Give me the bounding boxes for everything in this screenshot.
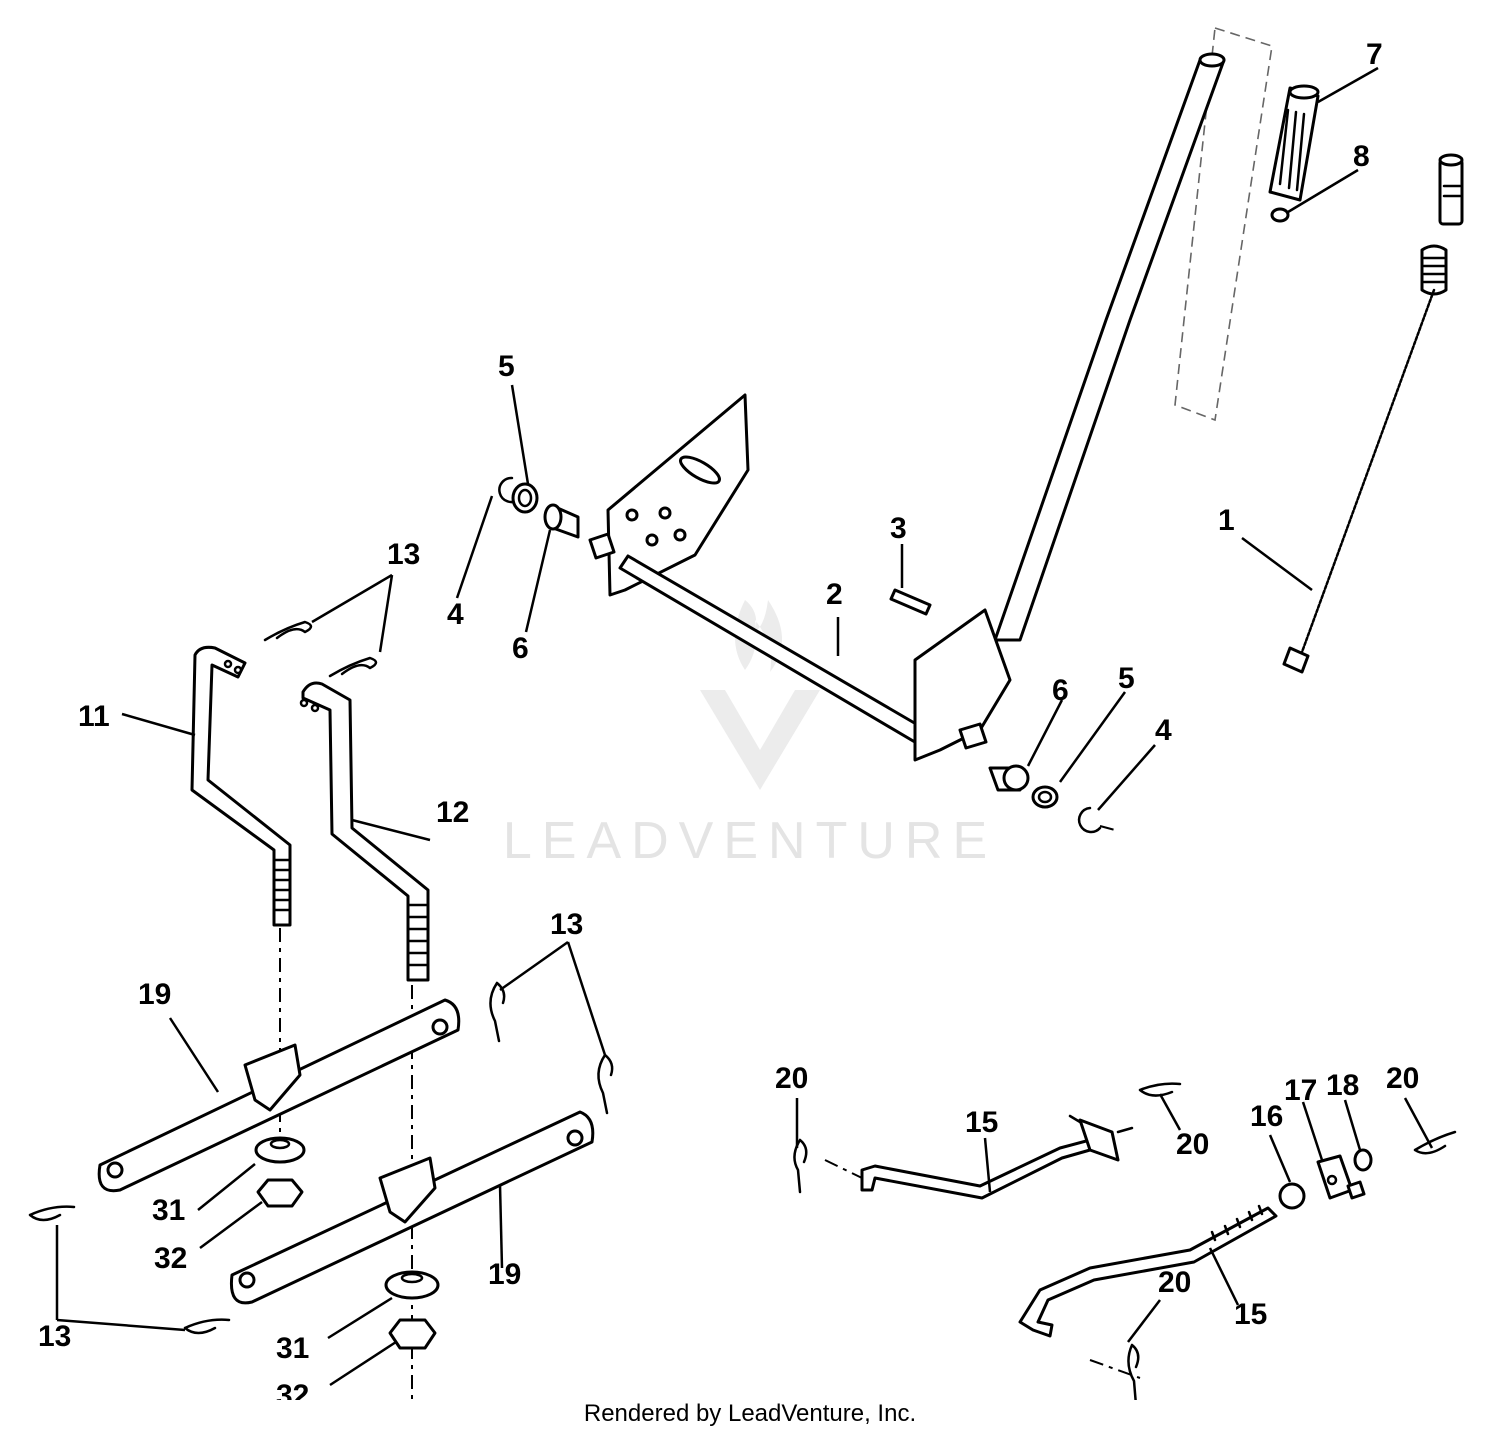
part-32-nut-lower (388, 1318, 437, 1350)
callout-7: 7 (1366, 38, 1383, 71)
callout-5-right: 5 (1118, 662, 1135, 695)
part-4-e-clip-right (1077, 806, 1102, 834)
part-32-nut-upper (256, 1178, 304, 1208)
callout-3: 3 (890, 512, 907, 545)
callout-15-lower: 15 (1234, 1298, 1267, 1331)
callout-13-top: 13 (387, 538, 420, 571)
part-6-bushing-right (988, 764, 1030, 792)
callout-13-bottom: 13 (38, 1320, 71, 1353)
callout-8: 8 (1353, 140, 1370, 173)
leader-lines (55, 66, 1434, 1387)
callout-6-left: 6 (512, 632, 529, 665)
part-18-washer (1353, 1148, 1373, 1172)
callout-6-right: 6 (1052, 674, 1069, 707)
part-1-lift-cable (1282, 153, 1464, 674)
callout-20-lower: 20 (1158, 1266, 1191, 1299)
callout-20-left: 20 (775, 1062, 808, 1095)
part-31-grommet-upper (254, 1136, 306, 1164)
part-6-bushing-left (543, 503, 580, 539)
lift-lever-handle (993, 52, 1226, 642)
callout-12: 12 (436, 796, 469, 829)
callout-19-lower: 19 (488, 1258, 521, 1291)
callout-4-right: 4 (1155, 714, 1172, 747)
part-13-hairpins (28, 620, 614, 1335)
part-17-swivel-block (1316, 1154, 1366, 1200)
part-31-grommet-lower (384, 1270, 440, 1300)
watermark-logo (700, 600, 820, 790)
part-16-nut (1278, 1182, 1306, 1210)
part-15-rod-lower (1018, 1204, 1278, 1338)
callout-15-upper: 15 (965, 1106, 998, 1139)
part-5-washer-right (1031, 785, 1059, 809)
part-8-cap (1270, 207, 1290, 223)
callout-13-mid: 13 (550, 908, 583, 941)
callout-17: 17 (1284, 1074, 1317, 1107)
callout-1: 1 (1218, 504, 1235, 537)
part-19-lift-arm-upper (97, 998, 461, 1193)
callout-20-upper: 20 (1176, 1128, 1209, 1161)
callout-5-left: 5 (498, 350, 515, 383)
callout-11: 11 (78, 700, 110, 733)
callout-31-upper: 31 (152, 1194, 185, 1227)
callout-18: 18 (1326, 1069, 1359, 1102)
part-5-washer-left (511, 482, 539, 514)
part-12-lift-link-right (299, 681, 430, 982)
callout-4-left: 4 (447, 598, 464, 631)
part-7-handle-grip (1268, 84, 1320, 202)
watermark-text: LEADVENTURE (503, 812, 997, 870)
callout-20-right: 20 (1386, 1062, 1419, 1095)
callout-16: 16 (1250, 1100, 1283, 1133)
part-3-roll-pin (889, 588, 932, 616)
parts-diagram: LEADVENTURE (28, 26, 1464, 1400)
part-15-rod-upper (860, 1114, 1134, 1200)
callout-32-upper: 32 (154, 1242, 187, 1275)
part-11-lift-link-left (190, 645, 292, 927)
part-2-lift-shaft (588, 393, 1012, 762)
callout-2: 2 (826, 578, 843, 611)
callout-32-lower: 32 (276, 1379, 309, 1400)
part-19-lift-arm-lower (229, 1110, 595, 1305)
callout-19-upper: 19 (138, 978, 171, 1011)
callout-31-lower: 31 (276, 1332, 309, 1365)
credit-text: Rendered by LeadVenture, Inc. (583, 1400, 917, 1427)
